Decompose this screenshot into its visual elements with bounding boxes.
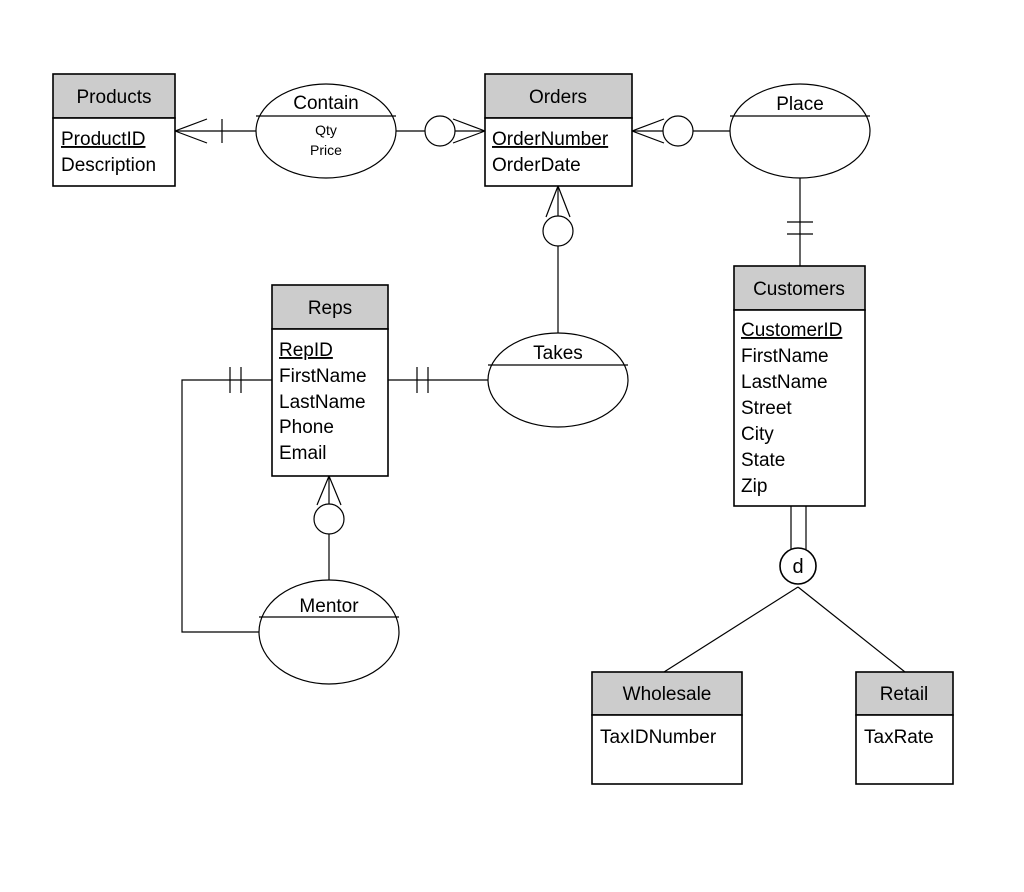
entity-reps-attr: FirstName bbox=[279, 366, 367, 387]
subtype-symbol: d bbox=[792, 556, 803, 578]
products-contain-connector bbox=[174, 118, 257, 144]
orders-takes-connector bbox=[545, 185, 571, 334]
contain-orders-optional-circle bbox=[424, 115, 456, 147]
entity-customers-key: CustomerID bbox=[741, 320, 842, 341]
entity-retail-attr: TaxRate bbox=[864, 727, 934, 748]
entity-wholesale[interactable]: Wholesale TaxIDNumber bbox=[591, 671, 743, 785]
entity-reps[interactable]: Reps RepID FirstName LastName Phone Emai… bbox=[271, 284, 389, 477]
entity-customers-attr: City bbox=[741, 424, 774, 445]
orders-takes-optional-circle bbox=[542, 215, 574, 247]
entity-customers-attr: LastName bbox=[741, 372, 828, 393]
reps-mentor-loop-connector bbox=[181, 367, 272, 633]
entity-reps-key: RepID bbox=[279, 340, 333, 361]
relationship-mentor-name: Mentor bbox=[299, 596, 359, 617]
orders-place-optional-circle bbox=[662, 115, 694, 147]
entity-reps-attr: Email bbox=[279, 443, 327, 464]
entity-customers-attr: FirstName bbox=[741, 346, 829, 367]
relationship-mentor[interactable]: Mentor bbox=[258, 579, 400, 685]
relationship-contain-attr: Qty bbox=[315, 122, 337, 138]
entity-customers-name: Customers bbox=[753, 279, 845, 300]
entity-orders-name: Orders bbox=[529, 87, 587, 108]
relationship-takes[interactable]: Takes bbox=[487, 332, 629, 428]
relationship-place[interactable]: Place bbox=[729, 83, 871, 179]
reps-takes-connector bbox=[388, 367, 488, 393]
reps-mentor-optional-circle bbox=[313, 503, 345, 535]
customers-subtype-connector bbox=[663, 506, 906, 673]
entity-orders[interactable]: Orders OrderNumber OrderDate bbox=[484, 73, 633, 187]
entity-products[interactable]: Products ProductID Description bbox=[52, 73, 176, 187]
entity-wholesale-name: Wholesale bbox=[623, 684, 712, 705]
entity-wholesale-attr: TaxIDNumber bbox=[600, 727, 717, 748]
entity-orders-attr: OrderDate bbox=[492, 155, 581, 176]
entity-retail-name: Retail bbox=[880, 684, 929, 705]
relationship-takes-name: Takes bbox=[533, 343, 583, 364]
relationship-contain-name: Contain bbox=[293, 93, 359, 114]
entity-reps-name: Reps bbox=[308, 298, 352, 319]
entity-products-key: ProductID bbox=[61, 129, 145, 150]
relationship-place-name: Place bbox=[776, 94, 824, 115]
subtype-disjoint-circle: d bbox=[779, 547, 817, 585]
entity-reps-attr: LastName bbox=[279, 392, 366, 413]
relationship-contain[interactable]: Contain Qty Price bbox=[255, 83, 397, 179]
entity-customers[interactable]: Customers CustomerID FirstName LastName … bbox=[733, 265, 866, 507]
entity-customers-attr: State bbox=[741, 450, 785, 471]
entity-customers-attr: Street bbox=[741, 398, 792, 419]
place-customers-connector bbox=[787, 178, 813, 266]
entity-retail[interactable]: Retail TaxRate bbox=[855, 671, 954, 785]
entity-reps-attr: Phone bbox=[279, 417, 334, 438]
entity-customers-attr: Zip bbox=[741, 476, 767, 497]
relationship-contain-attr: Price bbox=[310, 142, 342, 158]
entity-orders-key: OrderNumber bbox=[492, 129, 609, 150]
entity-products-name: Products bbox=[77, 87, 152, 108]
entity-products-attr: Description bbox=[61, 155, 156, 176]
